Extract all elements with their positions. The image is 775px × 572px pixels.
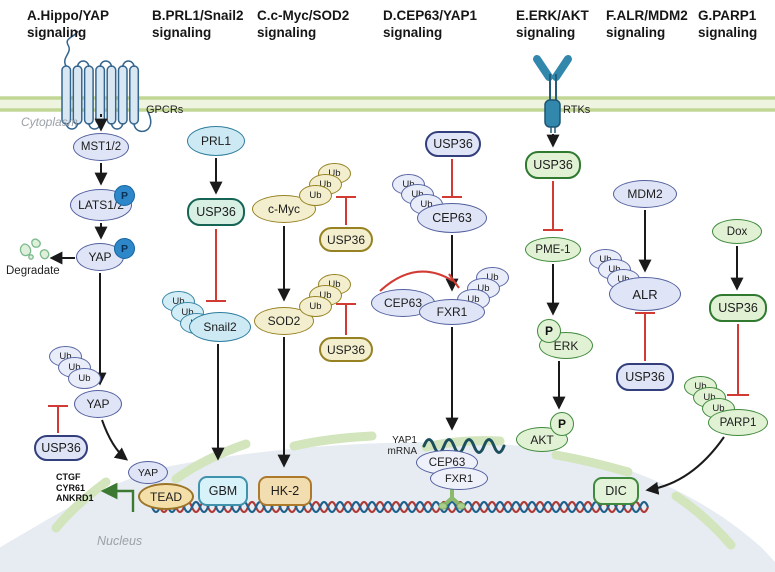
- node-usp36-prl1: USP36: [187, 198, 245, 226]
- node-snail2: Snail2: [189, 312, 251, 342]
- node-usp36-cmyc: USP36: [319, 227, 373, 252]
- node-gbm: GBM: [198, 476, 248, 506]
- phospho-badge: P: [114, 238, 135, 259]
- node-usp36-erk: USP36: [525, 151, 581, 179]
- nucleus-label: Nucleus: [97, 534, 143, 548]
- node-prl1: PRL1: [187, 126, 245, 156]
- node-tead: TEAD: [138, 483, 194, 510]
- node-fxr1-nuclear: FXR1: [430, 467, 488, 490]
- node-fxr1: FXR1: [419, 299, 485, 325]
- node-pme1: PME-1: [525, 237, 581, 262]
- degradate-label: Degradate: [6, 265, 60, 277]
- gpcr-label: GPCRs: [146, 104, 184, 116]
- mrna-label-line1: YAP1: [392, 435, 417, 446]
- gene-cyr61: CYR61: [56, 482, 86, 493]
- node-usp36-cep63: USP36: [425, 131, 481, 157]
- node-cep63-top: CEP63: [417, 203, 487, 233]
- node-hk2: HK-2: [258, 476, 312, 506]
- node-usp36-alr: USP36: [616, 363, 674, 391]
- node-parp1: PARP1: [708, 409, 768, 436]
- rtk-receptor-icon: [533, 55, 572, 133]
- node-dox: Dox: [712, 219, 762, 244]
- node-cmyc: c-Myc: [252, 195, 316, 223]
- node-yap-nuclear: YAP: [128, 461, 168, 484]
- ubiquitin-tag: Ub: [68, 368, 101, 389]
- phospho-badge: P: [114, 185, 135, 206]
- nucleus-region: [0, 431, 775, 572]
- node-alr: ALR: [609, 277, 681, 311]
- activation-arrows: [49, 114, 744, 495]
- gene-ankrd1: ANKRD1: [56, 493, 94, 503]
- inhibition-lines: [48, 159, 749, 433]
- ubiquitin-tag: Ub: [299, 185, 332, 206]
- phospho-badge: P: [537, 319, 561, 343]
- node-yap-ubiquitinated: YAP: [74, 390, 122, 418]
- cytoplasm-label: Cytoplasm: [21, 115, 78, 129]
- ubiquitin-tag: Ub: [299, 296, 332, 317]
- gene-output-arrow: [100, 482, 135, 512]
- gpcr-receptor-icon: [61, 30, 152, 133]
- phospho-badge: P: [550, 412, 574, 436]
- node-mst12: MST1/2: [73, 133, 129, 161]
- target-genes-list: CTGF CYR61 ANKRD1: [56, 472, 94, 504]
- node-mdm2: MDM2: [613, 180, 677, 208]
- mrna-label-line2: mRNA: [387, 446, 417, 457]
- node-usp36-sod2: USP36: [319, 337, 373, 362]
- chromatin-anchor-icon: [438, 485, 466, 510]
- node-usp36-parp1: USP36: [709, 294, 767, 322]
- node-dic: DIC: [593, 477, 639, 505]
- node-usp36-hippo: USP36: [34, 435, 88, 461]
- gene-ctgf: CTGF: [56, 472, 81, 482]
- degradation-fragments-icon: [19, 238, 50, 260]
- rtk-label: RTKs: [563, 104, 591, 116]
